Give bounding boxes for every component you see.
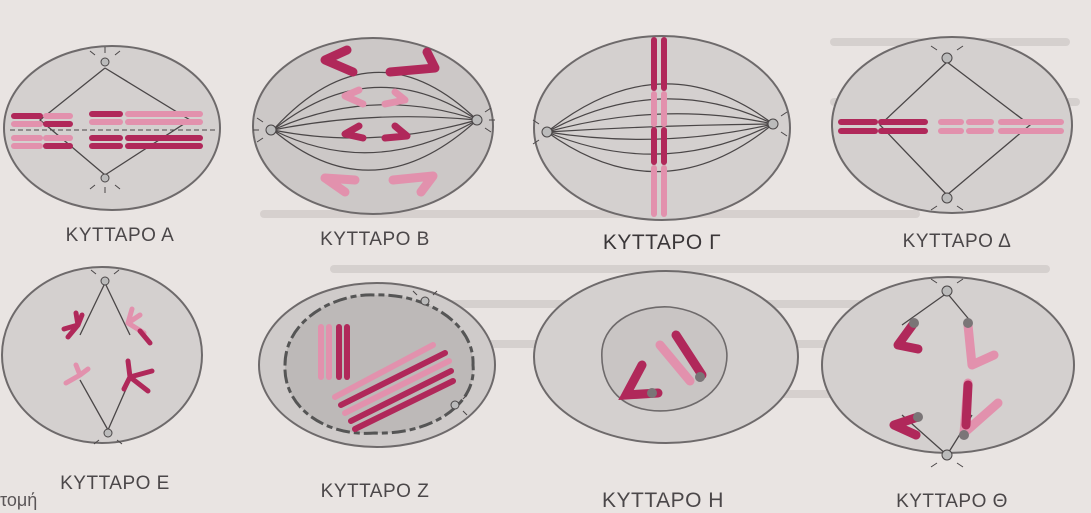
page-fragment-text: τομή <box>0 490 37 511</box>
cell-a: ΚΥΤΤΑΡΟ Α <box>0 0 240 260</box>
cell-theta-diagram <box>822 265 1087 511</box>
cell-c-diagram <box>525 0 790 260</box>
cell-z-diagram <box>255 265 500 511</box>
cell-b: ΚΥΤΤΑΡΟ Β <box>245 0 505 260</box>
cell-b-label: ΚΥΤΤΑΡΟ Β <box>255 229 495 251</box>
cell-h-diagram <box>530 265 800 511</box>
cell-a-diagram <box>0 0 240 260</box>
cell-theta-label: ΚΥΤΤΑΡΟ Θ <box>832 491 1072 513</box>
cell-d-diagram <box>825 0 1085 260</box>
cell-d: ΚΥΤΤΑΡΟ Δ <box>825 0 1085 260</box>
cell-z-label: ΚΥΤΤΑΡΟ Ζ <box>255 481 495 503</box>
cell-z: ΚΥΤΤΑΡΟ Ζ <box>255 265 500 511</box>
cell-a-label: ΚΥΤΤΑΡΟ Α <box>0 225 240 247</box>
cell-b-diagram <box>245 0 505 260</box>
cell-c-label: ΚΥΤΤΑΡΟ Γ <box>542 231 782 255</box>
cell-d-label: ΚΥΤΤΑΡΟ Δ <box>837 231 1077 253</box>
cell-h: ΚΥΤΤΑΡΟ Η <box>530 265 800 511</box>
cell-h-label: ΚΥΤΤΑΡΟ Η <box>543 489 783 513</box>
cell-e: ΚΥΤΤΑΡΟ Ε τομή <box>0 265 240 511</box>
cell-theta: ΚΥΤΤΑΡΟ Θ <box>822 265 1087 511</box>
cell-c: ΚΥΤΤΑΡΟ Γ <box>525 0 790 260</box>
